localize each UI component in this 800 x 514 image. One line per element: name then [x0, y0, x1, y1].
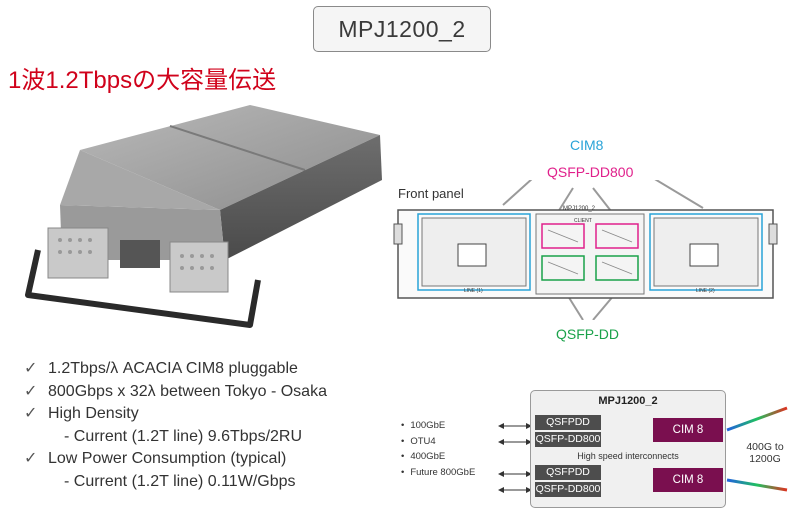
qsfpdd-block-top: QSFPDD	[535, 415, 601, 430]
bullet-text: High Density	[48, 405, 139, 422]
page-title: MPJ1200_2	[313, 6, 491, 52]
bullet-item: ✓ Low Power Consumption (typical)	[24, 448, 404, 471]
list-item: 100GbE	[401, 418, 475, 434]
bullet-text: 1.2Tbps/λ ACACIA CIM8 pluggable	[48, 360, 298, 377]
line2-text: LINE (2)	[696, 288, 715, 294]
bullet-item: ✓ High Density	[24, 403, 404, 426]
front-panel-drawing: MPJ1200_2 CLIENT LINE (1) LINE (2)	[393, 180, 778, 320]
panel-name-text: MPJ1200_2	[563, 206, 596, 212]
front-panel-label: Front panel	[398, 186, 464, 201]
check-icon: ✓	[24, 450, 38, 467]
list-item: Future 800GbE	[401, 465, 475, 481]
bullet-item: ✓ 1.2Tbps/λ ACACIA CIM8 pluggable	[24, 358, 404, 381]
qsfpdd800-block-top: QSFP-DD800	[535, 432, 601, 447]
check-icon: ✓	[24, 360, 38, 377]
hardware-photo	[25, 105, 382, 328]
qsfpdd-block-bottom: QSFPDD	[535, 465, 601, 480]
qsfpdd-callout: QSFP-DD	[556, 326, 619, 342]
qsfpdd800-callout: QSFP-DD800	[547, 164, 634, 180]
list-item: 400GbE	[401, 449, 475, 465]
client-rate-list: 100GbE OTU4 400GbE Future 800GbE	[401, 418, 475, 480]
bullet-item: ✓ 800Gbps x 32λ between Tokyo - Osaka	[24, 381, 404, 404]
bullet-text: - Current (1.2T line) 9.6Tbps/2RU	[64, 427, 303, 445]
qsfpdd800-block-bottom: QSFP-DD800	[535, 482, 601, 497]
feature-list: ✓ 1.2Tbps/λ ACACIA CIM8 pluggable ✓ 800Gbps…	[24, 358, 404, 493]
diagram-title: MPJ1200_2	[598, 395, 658, 407]
client-text: CLIENT	[574, 218, 592, 224]
cim8-callout: CIM8	[570, 137, 604, 153]
bullet-text: 800Gbps x 32λ between Tokyo - Osaka	[48, 382, 327, 400]
bullet-item: - Current (1.2T line) 0.11W/Gbps	[24, 471, 404, 494]
bullet-text: Low Power Consumption (typical)	[48, 450, 287, 467]
interconnect-label: High speed interconnects	[577, 451, 679, 461]
check-icon: ✓	[24, 405, 38, 422]
rate-line-1: 400G to	[746, 441, 784, 453]
list-item: OTU4	[401, 434, 475, 450]
line1-text: LINE (1)	[464, 288, 483, 294]
check-icon: ✓	[24, 382, 38, 400]
page-subtitle: 1波1.2Tbpsの大容量伝送	[8, 67, 277, 94]
line-rate-label: 400G to 1200G	[741, 441, 789, 465]
bullet-item: - Current (1.2T line) 9.6Tbps/2RU	[24, 426, 404, 449]
mpj1200-box: MPJ1200_2 QSFPDD QSFP-DD800 CIM 8 High s…	[530, 390, 726, 508]
cim8-block-top: CIM 8	[653, 418, 723, 442]
bullet-text: - Current (1.2T line) 0.11W/Gbps	[64, 472, 296, 490]
block-diagram: 100GbE OTU4 400GbE Future 800GbE MPJ1200…	[395, 388, 800, 514]
rate-line-2: 1200G	[749, 453, 781, 465]
cim8-block-bottom: CIM 8	[653, 468, 723, 492]
